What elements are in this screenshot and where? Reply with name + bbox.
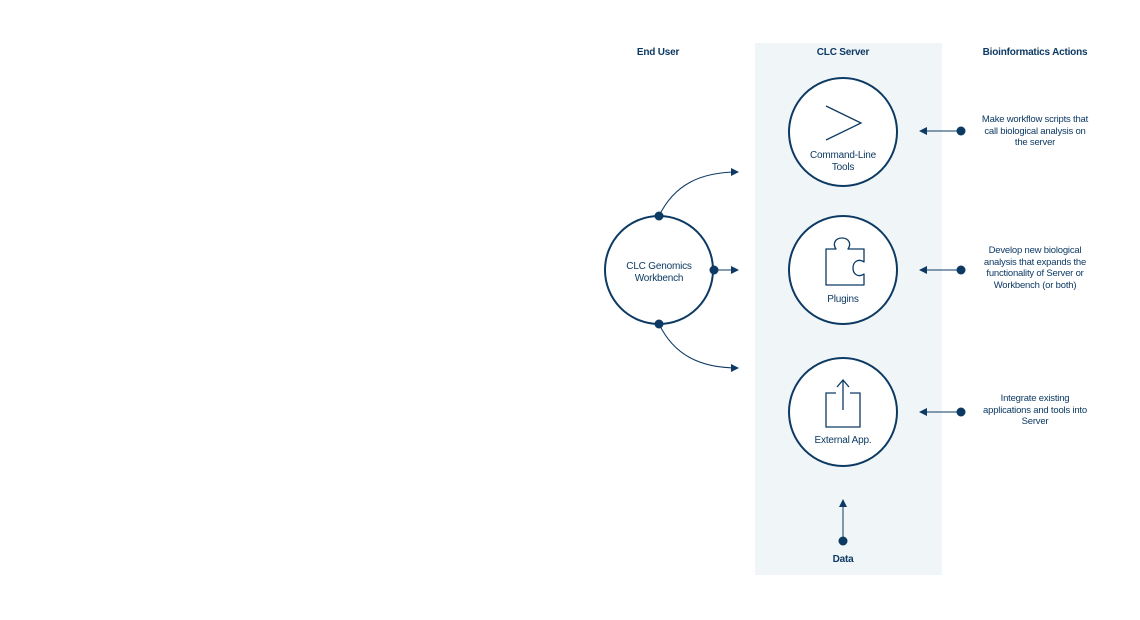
external-app-label-line1: External App. [814,435,872,446]
connector-workbench-to-cli [658,168,739,217]
share-upload-icon [825,379,861,428]
action-text-external-line3: Server [1021,416,1049,427]
column-heading-end-user: End User [636,47,680,58]
data-label: Data [832,554,854,565]
chevron-right-icon [825,105,863,141]
action-dot-external [956,407,966,417]
command-line-tools-label: Command-Line Tools [795,150,891,174]
action-dot-plugins [956,265,966,275]
action-text-cli: Make workflow scripts that call biologic… [970,114,1100,149]
action-dot-cli [956,126,966,136]
external-app-label: External App. [795,435,891,447]
action-text-plugins-line2: analysis that expands the [983,256,1087,268]
command-line-tools-label-line1: Command-Line [810,150,876,161]
action-text-external: Integrate existing applications and tool… [970,393,1100,428]
action-text-plugins-line3: functionality of Server or [986,268,1084,279]
plugins-label-line1: Plugins [827,294,859,305]
workbench-label-line1: CLC Genomics [626,261,692,272]
workbench-label-line2: Workbench [634,273,684,284]
action-text-cli-line3: the server [1014,137,1056,148]
connector-dot-bottom [654,319,664,329]
connector-workbench-to-external [658,323,739,372]
column-heading-actions: Bioinformatics Actions [982,47,1088,58]
action-text-plugins-line1: Develop new biological [988,245,1082,256]
puzzle-piece-icon [825,237,865,286]
data-dot [838,536,848,546]
action-text-cli-line1: Make workflow scripts that [981,114,1089,125]
workbench-label: CLC Genomics Workbench [611,261,707,285]
connector-dot-top [654,211,664,221]
action-text-external-line1: Integrate existing [1000,393,1070,404]
column-heading-server: CLC Server [816,47,870,58]
plugins-node [788,215,898,325]
external-app-node [788,357,898,467]
action-text-external-line2: applications and tools into [983,404,1087,416]
command-line-tools-label-line2: Tools [831,162,855,173]
action-text-plugins: Develop new biological analysis that exp… [970,245,1100,291]
plugins-label: Plugins [795,294,891,306]
connector-dot-right [709,265,719,275]
action-text-cli-line2: call biological analysis on [984,125,1086,137]
action-text-plugins-line4: Workbench (or both) [993,279,1077,291]
